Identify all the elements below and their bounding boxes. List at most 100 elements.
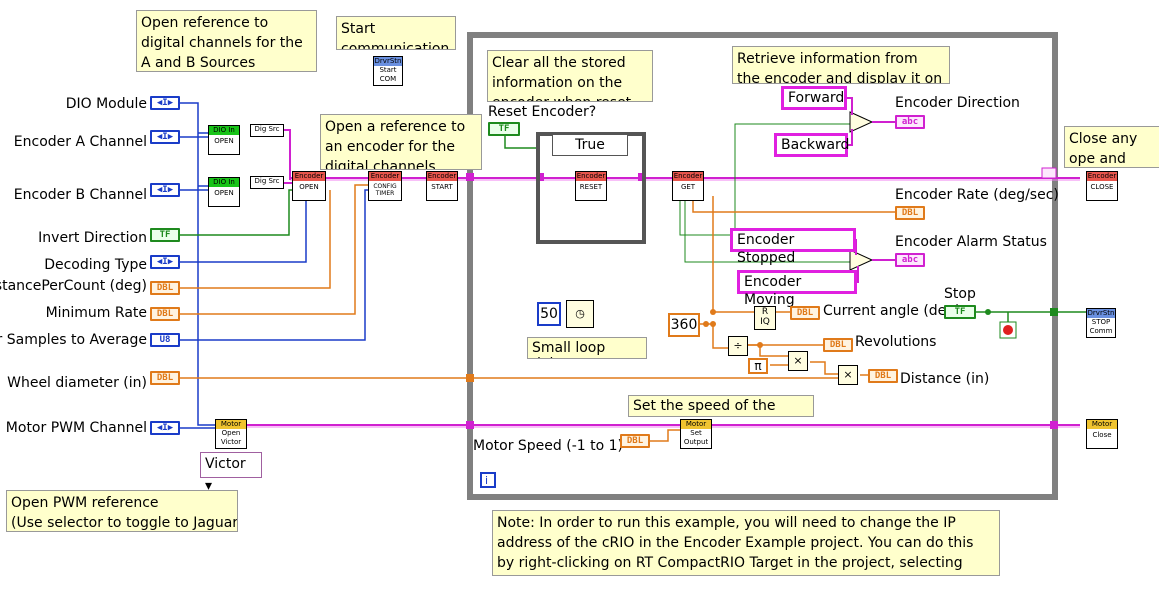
- vi-dio-in-1-body: OPEN: [214, 137, 234, 145]
- vi-dig-src-1[interactable]: Dig Src: [250, 124, 284, 137]
- terminal-motor-speed[interactable]: DBL: [620, 434, 650, 448]
- vi-dig-src-1-label: Dig Src: [254, 125, 280, 133]
- victor-selector[interactable]: Victor ▾: [200, 452, 262, 494]
- indicator-encoder-direction: abc: [895, 115, 925, 129]
- note-clear-info: Clear all the stored information on the …: [487, 50, 653, 102]
- label-current-angle: Current angle (deg): [823, 303, 961, 319]
- note-open-encoder-ref: Open a reference to an encoder for the d…: [320, 114, 482, 170]
- vi-encoder-get[interactable]: Encoder GET: [672, 171, 704, 201]
- vi-encoder-start[interactable]: Encoder START: [426, 171, 458, 201]
- vi-dio-in-1[interactable]: DIO In OPEN: [208, 125, 240, 155]
- vi-drvstn-start-body: Start COM: [379, 66, 397, 83]
- vi-encoder-config[interactable]: Encoder CONFIG TIMER: [368, 171, 402, 201]
- vi-motor-close[interactable]: Motor Close: [1086, 419, 1118, 449]
- terminal-decoding-type[interactable]: ◀I▶: [150, 255, 180, 269]
- vi-motor-open[interactable]: Motor Open Victor: [215, 419, 247, 449]
- vi-drvstn-start-header: DrvrStn: [374, 57, 402, 66]
- vi-encoder-close-header: Encoder: [1087, 172, 1117, 181]
- label-dio-module: DIO Module: [65, 96, 147, 112]
- vi-encoder-start-header: Encoder: [427, 172, 457, 181]
- terminal-distance-per-count[interactable]: DBL: [150, 281, 180, 295]
- case-selector[interactable]: True: [552, 134, 628, 156]
- label-motor-pwm: Motor PWM Channel: [5, 420, 147, 436]
- multiply-icon-1: ×: [788, 351, 808, 371]
- vi-encoder-get-body: GET: [680, 183, 696, 191]
- note-close-any: Close any ope and stop com: [1064, 126, 1159, 168]
- vi-dio-in-2-header: DIO In: [209, 178, 239, 187]
- vi-motor-open-header: Motor: [216, 420, 246, 429]
- string-backward[interactable]: Backward: [774, 133, 849, 157]
- vi-encoder-config-header: Encoder: [369, 172, 401, 181]
- vi-drvstn-start[interactable]: DrvrStn Start COM: [373, 56, 403, 86]
- multiply-icon-2: ×: [838, 365, 858, 385]
- vi-motor-set[interactable]: Motor Set Output: [680, 419, 712, 449]
- note-set-speed: Set the speed of the motor: [628, 395, 814, 417]
- vi-dio-in-2-body: OPEN: [214, 189, 234, 197]
- vi-dio-in-1-header: DIO In: [209, 126, 239, 135]
- label-encoder-direction: Encoder Direction: [895, 95, 1020, 111]
- vi-drvstn-stop-header: DrvrStn: [1087, 309, 1115, 318]
- string-encoder-moving[interactable]: Encoder Moving: [737, 270, 857, 308]
- vi-motor-close-header: Motor: [1087, 420, 1117, 429]
- vi-dig-src-2-label: Dig Src: [254, 177, 280, 185]
- vi-motor-set-header: Motor: [681, 420, 711, 429]
- indicator-encoder-rate: DBL: [895, 206, 925, 220]
- label-distance: Distance (in): [900, 371, 990, 387]
- terminal-reset-encoder[interactable]: TF: [488, 122, 520, 136]
- small-delay-constant[interactable]: 50: [537, 302, 561, 326]
- label-decoding-type: Decoding Type: [44, 257, 147, 273]
- string-forward[interactable]: Forward: [781, 86, 847, 110]
- constant-360[interactable]: 360: [668, 313, 700, 337]
- label-revolutions: Revolutions: [855, 334, 937, 350]
- vi-motor-close-body: Close: [1092, 431, 1112, 439]
- label-minimum-rate: Minimum Rate: [45, 305, 147, 321]
- vi-drvstn-stop[interactable]: DrvrStn STOP Comm: [1086, 308, 1116, 338]
- terminal-encoder-b[interactable]: ◀I▶: [150, 183, 180, 197]
- note-open-digital: Open reference to digital channels for t…: [136, 10, 317, 72]
- vi-dig-src-2[interactable]: Dig Src: [250, 176, 284, 189]
- vi-encoder-config-body: CONFIG TIMER: [373, 183, 397, 197]
- string-encoder-stopped[interactable]: Encoder Stopped: [730, 228, 856, 266]
- vi-encoder-start-body: START: [431, 183, 453, 191]
- terminal-encoder-a[interactable]: ◀I▶: [150, 130, 180, 144]
- note-small-loop-delay: Small loop delay: [527, 337, 647, 359]
- label-motor-speed: Motor Speed (-1 to 1): [473, 438, 623, 454]
- note-retrieve-info: Retrieve information from the encoder an…: [732, 46, 950, 84]
- label-invert-direction: Invert Direction: [38, 230, 147, 246]
- terminal-wheel-diameter[interactable]: DBL: [150, 371, 180, 385]
- case-selector-value: True: [575, 137, 605, 153]
- vi-encoder-reset-body: RESET: [579, 183, 603, 191]
- note-ip: Note: In order to run this example, you …: [492, 510, 1000, 576]
- label-encoder-a: Encoder A Channel: [13, 134, 147, 150]
- vi-dio-in-2[interactable]: DIO In OPEN: [208, 177, 240, 207]
- indicator-revolutions: DBL: [823, 338, 853, 352]
- indicator-encoder-alarm: abc: [895, 253, 925, 267]
- terminal-motor-pwm[interactable]: ◀I▶: [150, 421, 180, 435]
- note-open-pwm: Open PWM reference (Use selector to togg…: [6, 490, 238, 532]
- svg-text:i: i: [485, 474, 488, 487]
- label-wheel-diameter: Wheel diameter (in): [7, 375, 147, 391]
- vi-encoder-open-body: OPEN: [299, 183, 319, 191]
- vi-encoder-close[interactable]: Encoder CLOSE: [1086, 171, 1118, 201]
- indicator-distance: DBL: [868, 369, 898, 383]
- label-encoder-alarm: Encoder Alarm Status: [895, 234, 1047, 250]
- terminal-samples-avg[interactable]: U8: [150, 333, 180, 347]
- divide-icon: ÷: [728, 336, 748, 356]
- label-encoder-b: Encoder B Channel: [13, 187, 147, 203]
- terminal-invert-direction[interactable]: TF: [150, 228, 180, 242]
- pi-constant[interactable]: π: [748, 358, 768, 374]
- label-distance-per-count: DistancePerCount (deg): [0, 278, 147, 294]
- terminal-stop[interactable]: TF: [944, 305, 976, 319]
- vi-encoder-open-header: Encoder: [293, 172, 325, 181]
- vi-encoder-open[interactable]: Encoder OPEN: [292, 171, 326, 201]
- note-start-comm: Start communication: [336, 16, 456, 50]
- label-stop: Stop: [944, 286, 976, 302]
- terminal-minimum-rate[interactable]: DBL: [150, 307, 180, 321]
- label-encoder-rate: Encoder Rate (deg/sec): [895, 187, 1059, 203]
- vi-encoder-close-body: CLOSE: [1090, 183, 1114, 191]
- vi-encoder-reset[interactable]: Encoder RESET: [575, 171, 607, 201]
- label-reset-encoder: Reset Encoder?: [488, 104, 597, 120]
- vi-motor-open-body: Open Victor: [220, 429, 242, 446]
- terminal-dio-module[interactable]: ◀I▶: [150, 96, 180, 110]
